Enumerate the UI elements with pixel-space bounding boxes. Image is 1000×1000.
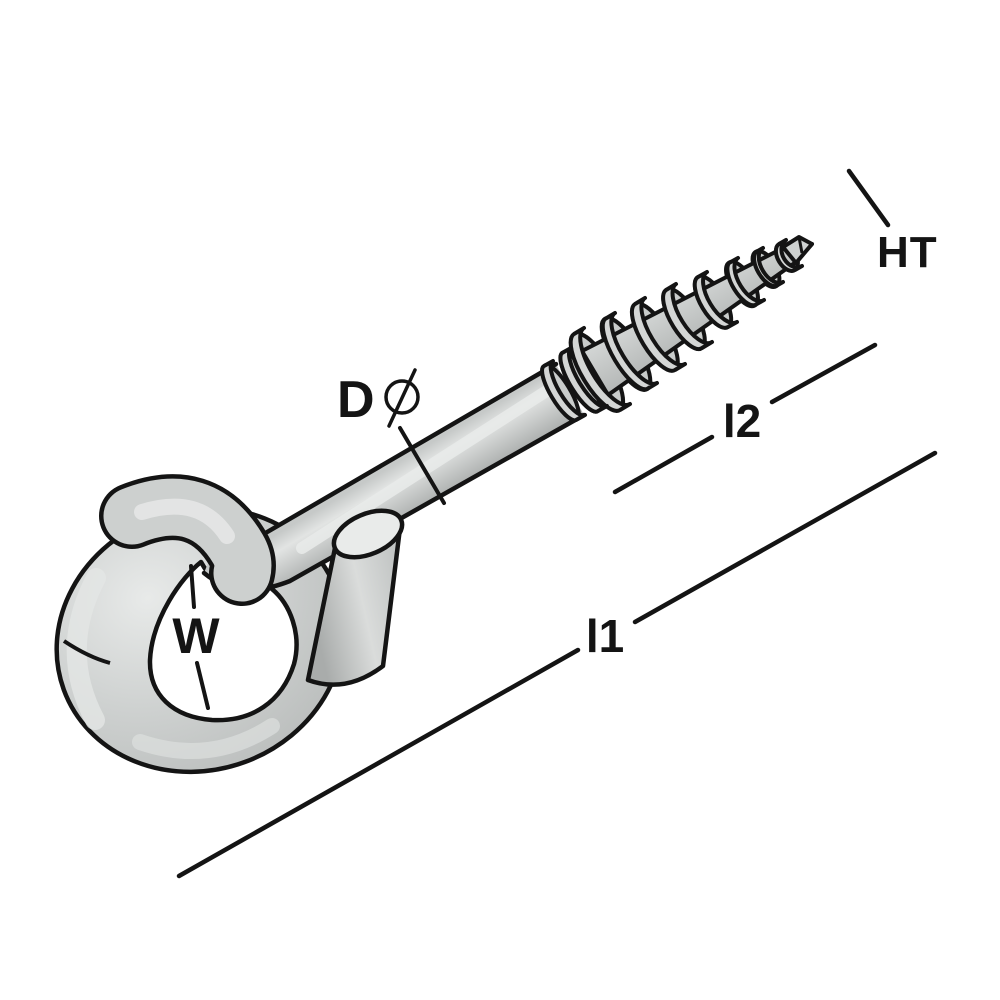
dimension-lines [176,168,938,879]
label-l2: l2 [723,395,761,447]
eye-highlight-bottom [132,718,280,759]
thread-tip-facet-line [797,236,804,254]
diameter-symbol-icon [384,368,420,428]
shank-top-edge [247,361,559,545]
thread-collar-band [568,326,632,413]
w-leader-bottom [195,661,210,710]
thread-collar-band [629,296,687,373]
l2-dim-line-left [612,434,715,495]
labels-group: HT D l2 l1 W [172,228,938,710]
wire-end-face [331,508,405,560]
thread-collar-band [725,256,766,308]
wire-end [305,508,405,687]
wire-end-body [305,517,404,687]
thread-collar-band [773,238,804,273]
thread-collar-bands [540,238,804,423]
diameter-symbol-circle [384,379,420,415]
ht-leader-line [846,168,891,228]
eye-curl [99,474,276,606]
l2-dim-line-right [769,342,878,405]
thread-collar-band [752,246,785,289]
thread-collar-band [692,270,739,330]
thread-collar-band [661,282,714,352]
l1-dim-line-right [632,450,938,625]
w-leader-top [189,564,196,609]
eye-curl-highlight [134,498,235,544]
eye-seam-line [62,639,111,665]
d-leader-line [398,426,446,505]
diameter-symbol-slash [387,368,417,428]
label-ht: HT [877,228,938,277]
label-w: W [172,608,220,664]
thread-tip [781,235,814,265]
l1-dim-line-left [176,647,581,879]
thread-ring-band [540,359,587,423]
thread-group [540,235,814,423]
label-l1: l1 [586,610,624,662]
thread-ring-band [558,346,609,414]
shank-body [204,364,584,590]
label-d: D [337,371,375,429]
thread-collar-band [600,311,659,392]
